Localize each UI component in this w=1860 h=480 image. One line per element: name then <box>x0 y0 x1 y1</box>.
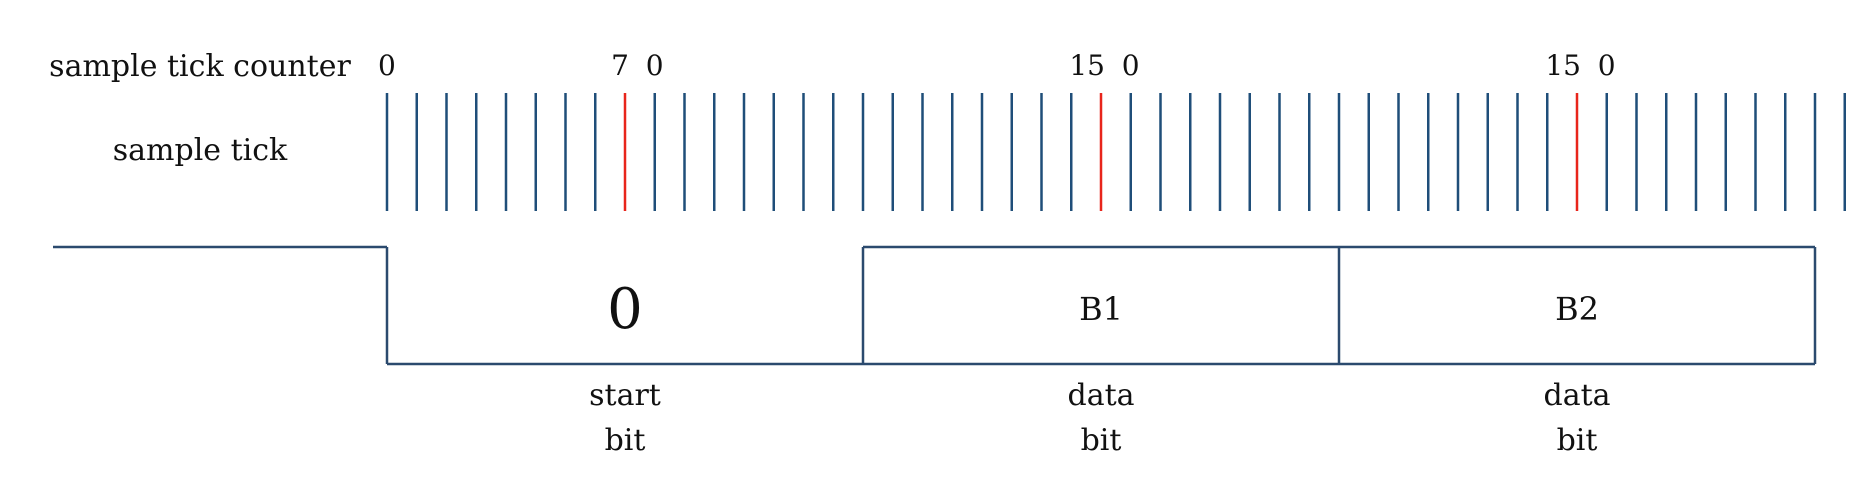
data-bit-1-caption-line2: bit <box>1081 423 1122 458</box>
start-bit-value: 0 <box>607 277 643 342</box>
data-bit-1-caption-line1: data <box>1067 378 1134 413</box>
data-bit-2-caption-line1: data <box>1543 378 1610 413</box>
counter-value: 15 <box>1545 49 1581 82</box>
data-bit-2-caption-line2: bit <box>1557 423 1598 458</box>
tick-counter-labels: 0 7 0 15 0 15 0 <box>378 49 1616 82</box>
sample-tick-counter-label: sample tick counter <box>49 49 351 84</box>
start-bit-caption-line1: start <box>589 378 661 413</box>
sample-tick-label: sample tick <box>113 133 288 168</box>
data-bit-1-value: B1 <box>1079 290 1123 328</box>
sample-tick-lines <box>385 93 1846 211</box>
counter-value: 0 <box>1598 49 1616 82</box>
counter-value: 7 <box>611 49 629 82</box>
serial-waveform <box>53 245 1817 366</box>
counter-value: 0 <box>1122 49 1140 82</box>
data-bit-2-value: B2 <box>1555 290 1599 328</box>
counter-value: 0 <box>646 49 664 82</box>
counter-value: 0 <box>378 49 396 82</box>
start-bit-caption-line2: bit <box>605 423 646 458</box>
counter-value: 15 <box>1069 49 1105 82</box>
